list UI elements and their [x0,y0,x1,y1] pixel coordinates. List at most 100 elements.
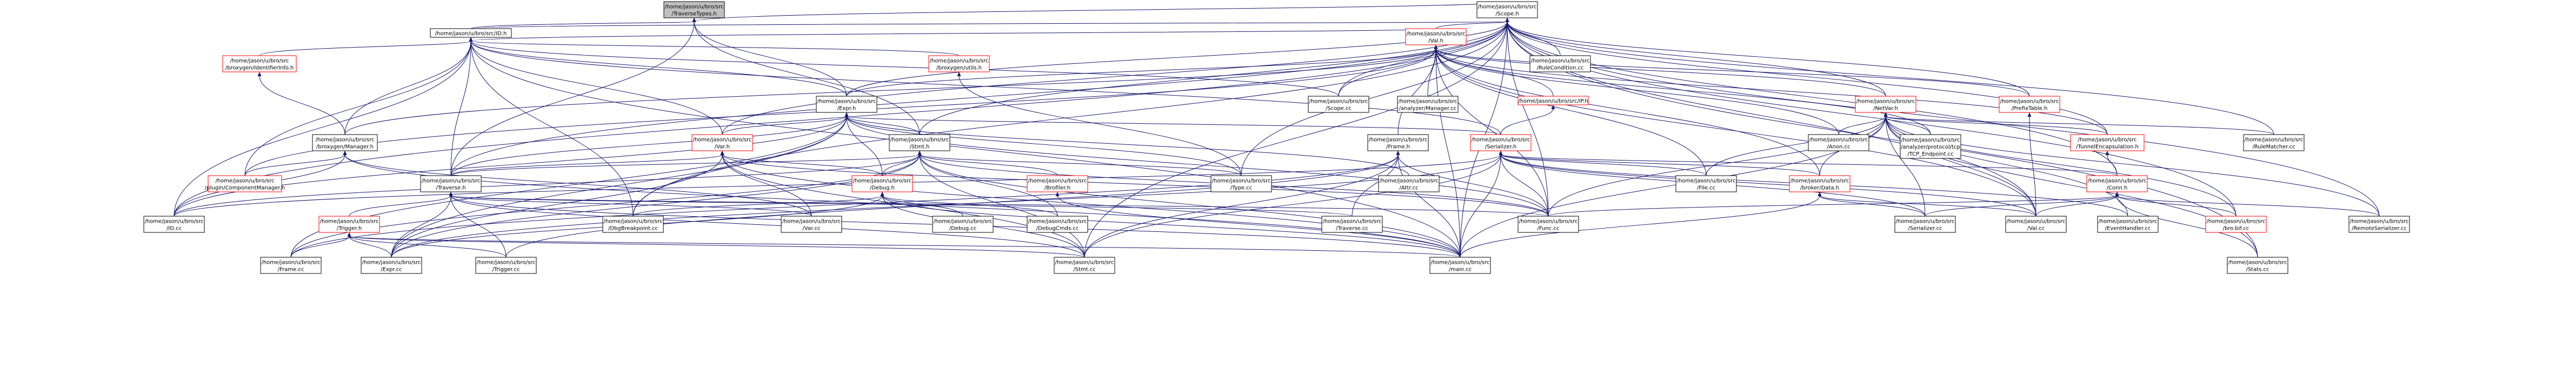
include-edge [1819,195,1926,217]
include-edge [1397,154,1549,217]
edge-arrowhead [1055,192,1060,196]
file-node[interactable]: /home/jason/u/bro/src/broxygen/Identifie… [222,55,297,72]
file-node[interactable]: /home/jason/u/bro/src/File.cc [1675,175,1737,192]
edge-arrowhead [469,37,473,42]
file-node[interactable]: /home/jason/u/bro/src/Serializer.cc [1894,216,1956,233]
file-node-label: /Serializer.cc [1908,226,1942,232]
include-edge [1548,116,1886,217]
file-node-box [2348,216,2410,233]
file-node[interactable]: /home/jason/u/bro/src/broker/Data.h [1789,175,1851,192]
file-node[interactable]: /home/jason/u/bro/src/Val.cc [2005,216,2067,233]
file-node[interactable]: /home/jason/u/bro/src/analyzer/Manager.c… [1397,96,1459,113]
file-node-label: /home/jason/u/bro/src [421,178,480,184]
edge-arrowhead [1499,151,1503,155]
edge-arrowhead [1883,112,1888,117]
file-node[interactable]: /home/jason/u/bro/src/Conn.h [2086,175,2148,192]
file-node[interactable]: /home/jason/u/bro/src/Func.cc [1517,216,1579,233]
file-node[interactable]: /home/jason/u/bro/src/TraverseTypes.h [663,1,725,18]
include-edge [470,41,1461,258]
file-node[interactable]: /home/jason/u/bro/src/DbgBreakpoint.cc [602,216,664,233]
include-edge [694,21,847,97]
file-node[interactable]: /home/jason/u/bro/src/main.cc [1429,257,1491,274]
file-node-box [889,134,950,151]
file-node[interactable]: /home/jason/u/bro/src/Expr.cc [361,257,422,274]
file-node[interactable]: /home/jason/u/bro/src/Brofiler.h [1027,175,1088,192]
file-node[interactable]: /home/jason/u/bro/src/Trigger.h [318,216,380,233]
file-node[interactable]: /home/jason/u/bro/src/Stmt.h [889,134,950,151]
file-node-label: /broxygen/Manager.h [316,144,374,150]
file-node[interactable]: /home/jason/u/bro/src/Stats.cc [2227,257,2288,274]
file-node[interactable]: /home/jason/u/bro/src/RuleMatcher.cc [2243,134,2305,151]
include-edge [450,154,723,176]
edge-arrowhead [343,151,347,155]
file-node-box [1476,1,1538,18]
file-node-label: /home/jason/u/bro/src [230,58,289,64]
file-node[interactable]: /home/jason/u/bro/src/IP.h [1517,96,1589,105]
file-node[interactable]: /home/jason/u/bro/src/Val.h [1405,28,1467,45]
file-node[interactable]: /home/jason/u/bro/src/Serializer.h [1470,134,1532,151]
file-node[interactable]: /home/jason/u/bro/src/RuleCondition.cc [1529,55,1591,72]
file-node[interactable]: /home/jason/u/bro/src/Frame.h [1367,134,1429,151]
file-node[interactable]: /home/jason/u/bro/src/Traverse.h [420,175,482,192]
include-edge [1352,154,1399,217]
file-node[interactable]: /home/jason/u/bro/src/Expr.h [816,96,877,113]
file-node[interactable]: /home/jason/u/bro/src/Var.h [691,134,753,151]
include-edge [633,195,883,217]
file-node[interactable]: /home/jason/u/bro/src/Attr.cc [1378,175,1440,192]
include-edge [470,28,1436,42]
file-node[interactable]: /home/jason/u/bro/src/Var.cc [781,216,842,233]
file-node[interactable]: /home/jason/u/bro/src/broxygen/Manager.h [312,134,378,151]
file-node[interactable]: /home/jason/u/bro/src/Trigger.cc [475,257,537,274]
file-node-label: /Brofiler.h [1044,185,1070,191]
include-edge [919,21,1508,135]
include-edge [450,21,1508,176]
include-edge [722,154,883,176]
include-edge [344,48,1436,135]
file-node[interactable]: /home/jason/u/bro/src/RemoteSerializer.c… [2348,216,2410,233]
file-node[interactable]: /home/jason/u/bro/src/Frame.cc [260,257,322,274]
include-edge [1507,21,2380,217]
file-node[interactable]: /home/jason/u/bro/src/EventHandler.cc [2097,216,2159,233]
edge-arrowhead [2115,192,2119,196]
file-node-box [1894,216,1956,233]
include-edge [1435,48,1931,135]
file-node-label: /home/jason/u/bro/src [1398,99,1457,105]
file-node[interactable]: /home/jason/u/bro/src/plugin/ComponentMa… [205,175,285,192]
edge-arrowhead [1551,105,1555,109]
edge-arrowhead [2105,151,2109,155]
file-node[interactable]: /home/jason/u/bro/src/PrefixTable.h [1999,96,2060,113]
include-edge [958,75,1242,176]
file-node-box [2205,216,2267,233]
file-node[interactable]: /home/jason/u/bro/src/NetVar.h [1855,96,1916,113]
include-edge [2107,154,2118,176]
file-node[interactable]: /home/jason/u/bro/src/Type.cc [1210,175,1272,192]
file-node[interactable]: /home/jason/u/bro/src/Debug.h [851,175,913,192]
include-edge [1435,48,1707,176]
include-edge [174,116,847,217]
file-node-label: /Debug.cc [949,226,976,232]
file-node[interactable]: /home/jason/u/bro/src/ID.cc [143,216,205,233]
file-node[interactable]: /home/jason/u/bro/src/TunnelEncapsulatio… [2070,134,2145,151]
file-node[interactable]: /home/jason/u/bro/src/analyzer/protocol/… [1900,134,1961,159]
edge-arrowhead [917,151,922,155]
include-edge [1435,48,1820,176]
file-node[interactable]: /home/jason/u/bro/src/Debug.cc [932,216,994,233]
file-node-label: /home/jason/u/bro/src [603,219,662,225]
include-edge [882,195,1461,258]
file-node-label: /TunnelEncapsulation.h [2076,144,2139,150]
file-node-box [816,96,877,113]
include-edge [882,195,963,217]
file-node[interactable]: /home/jason/u/bro/src/bro.bif.cc [2205,216,2267,233]
include-edge [722,116,847,135]
file-node[interactable]: /home/jason/u/bro/src/Scope.h [1476,1,1538,18]
file-node[interactable]: /home/jason/u/bro/src/Traverse.cc [1321,216,1383,233]
file-node[interactable]: /home/jason/u/bro/src/Scope.cc [1308,96,1369,113]
include-edge [2116,195,2258,258]
file-node[interactable]: /home/jason/u/bro/src/Stmt.cc [1054,257,1115,274]
file-node-label: /RemoteSerializer.cc [2352,226,2407,232]
file-node[interactable]: /home/jason/u/bro/src/Anon.cc [1808,134,1869,151]
file-node-box [420,175,482,192]
file-node[interactable]: /home/jason/u/bro/src/broxygen/utils.h [928,55,990,72]
file-node[interactable]: /home/jason/u/bro/src/ID.h [430,28,512,38]
file-node[interactable]: /home/jason/u/bro/src/DebugCmds.cc [1027,216,1088,233]
